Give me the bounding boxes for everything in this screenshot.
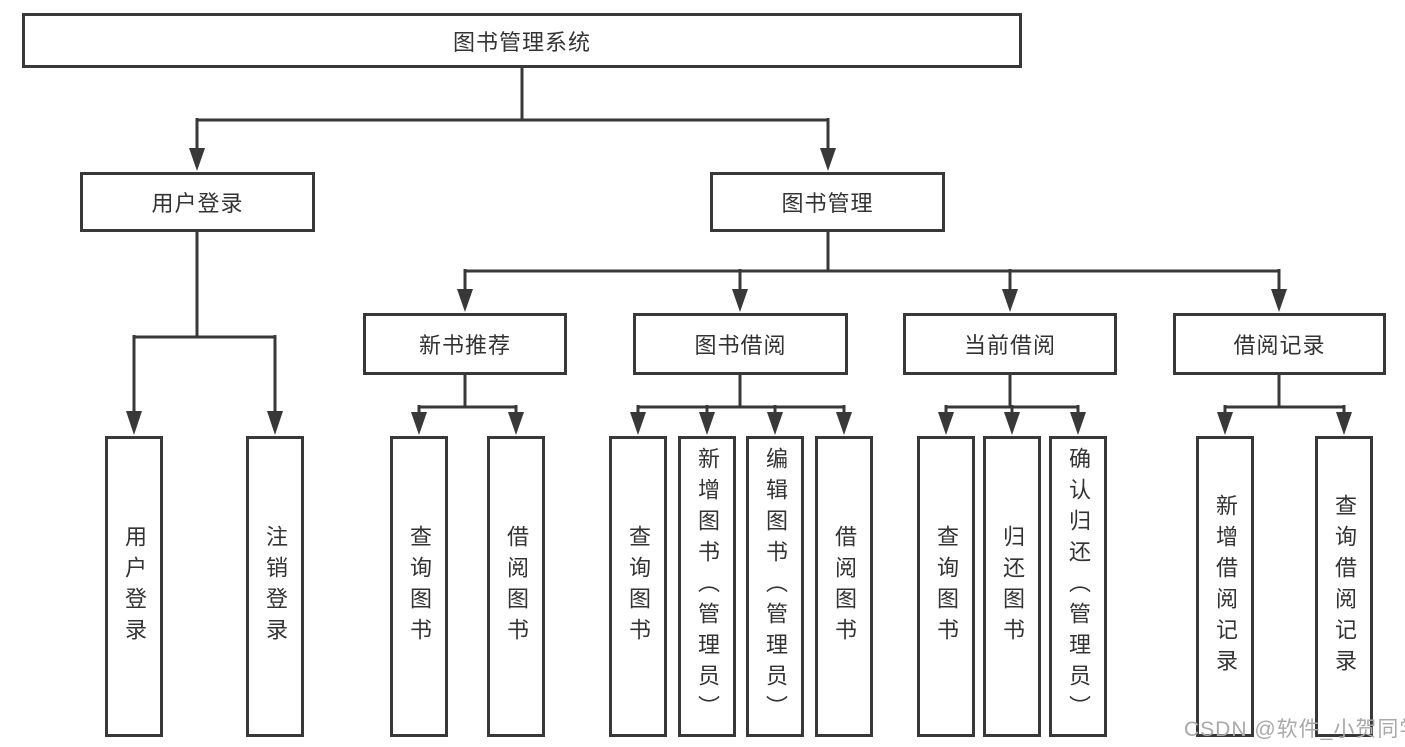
leaf-recommend-query-books-label: 查询图书 bbox=[407, 524, 432, 649]
leaf-borrow-books-label: 借阅图书 bbox=[832, 524, 857, 649]
node-current-borrow-label: 当前借阅 bbox=[963, 333, 1056, 358]
leaf-recommend-query-books: 查询图书 bbox=[390, 436, 448, 737]
node-borrow-records: 借阅记录 bbox=[1173, 313, 1386, 375]
node-current-borrow: 当前借阅 bbox=[903, 313, 1117, 375]
leaf-return-books-label: 归还图书 bbox=[1000, 524, 1025, 649]
leaf-borrow-books: 借阅图书 bbox=[815, 436, 873, 737]
leaf-current-query-books: 查询图书 bbox=[917, 436, 975, 737]
leaf-add-borrow-record-label: 新增借阅记录 bbox=[1213, 493, 1238, 680]
leaf-logout-label: 注销登录 bbox=[263, 524, 288, 649]
leaf-current-query-books-label: 查询图书 bbox=[934, 524, 959, 649]
leaf-add-books-admin-label: 新增图书（管理员） bbox=[695, 447, 720, 726]
node-book-borrow: 图书借阅 bbox=[633, 313, 848, 375]
leaf-edit-books-admin-label: 编辑图书（管理员） bbox=[763, 447, 788, 726]
leaf-return-books: 归还图书 bbox=[983, 436, 1041, 737]
leaf-recommend-borrow-books-label: 借阅图书 bbox=[504, 524, 529, 649]
node-book-management-label: 图书管理 bbox=[781, 191, 874, 216]
leaf-add-books-admin: 新增图书（管理员） bbox=[678, 436, 736, 737]
leaf-edit-books-admin: 编辑图书（管理员） bbox=[746, 436, 804, 737]
node-user-login: 用户登录 bbox=[80, 172, 315, 232]
leaf-borrow-query-books-label: 查询图书 bbox=[626, 524, 651, 649]
leaf-confirm-return-admin-label: 确认归还（管理员） bbox=[1066, 447, 1091, 726]
leaf-borrow-query-books: 查询图书 bbox=[609, 436, 667, 737]
node-book-management: 图书管理 bbox=[710, 172, 945, 232]
leaf-confirm-return-admin: 确认归还（管理员） bbox=[1049, 436, 1107, 737]
node-book-borrow-label: 图书借阅 bbox=[694, 333, 787, 358]
leaf-user-login-label: 用户登录 bbox=[122, 524, 147, 649]
leaf-query-borrow-record: 查询借阅记录 bbox=[1315, 436, 1373, 737]
node-root: 图书管理系统 bbox=[22, 13, 1022, 68]
node-user-login-label: 用户登录 bbox=[151, 191, 244, 216]
leaf-logout: 注销登录 bbox=[246, 436, 304, 737]
node-borrow-records-label: 借阅记录 bbox=[1233, 333, 1326, 358]
node-root-label: 图书管理系统 bbox=[452, 29, 591, 55]
node-new-book-recommend-label: 新书推荐 bbox=[418, 333, 511, 358]
node-new-book-recommend: 新书推荐 bbox=[363, 313, 567, 375]
leaf-recommend-borrow-books: 借阅图书 bbox=[487, 436, 545, 737]
watermark: CSDN @软件_小贺同学 bbox=[1184, 718, 1405, 741]
arrowheads bbox=[126, 148, 1352, 435]
leaf-user-login: 用户登录 bbox=[105, 436, 163, 737]
leaf-add-borrow-record: 新增借阅记录 bbox=[1196, 436, 1254, 737]
leaf-query-borrow-record-label: 查询借阅记录 bbox=[1332, 493, 1357, 680]
